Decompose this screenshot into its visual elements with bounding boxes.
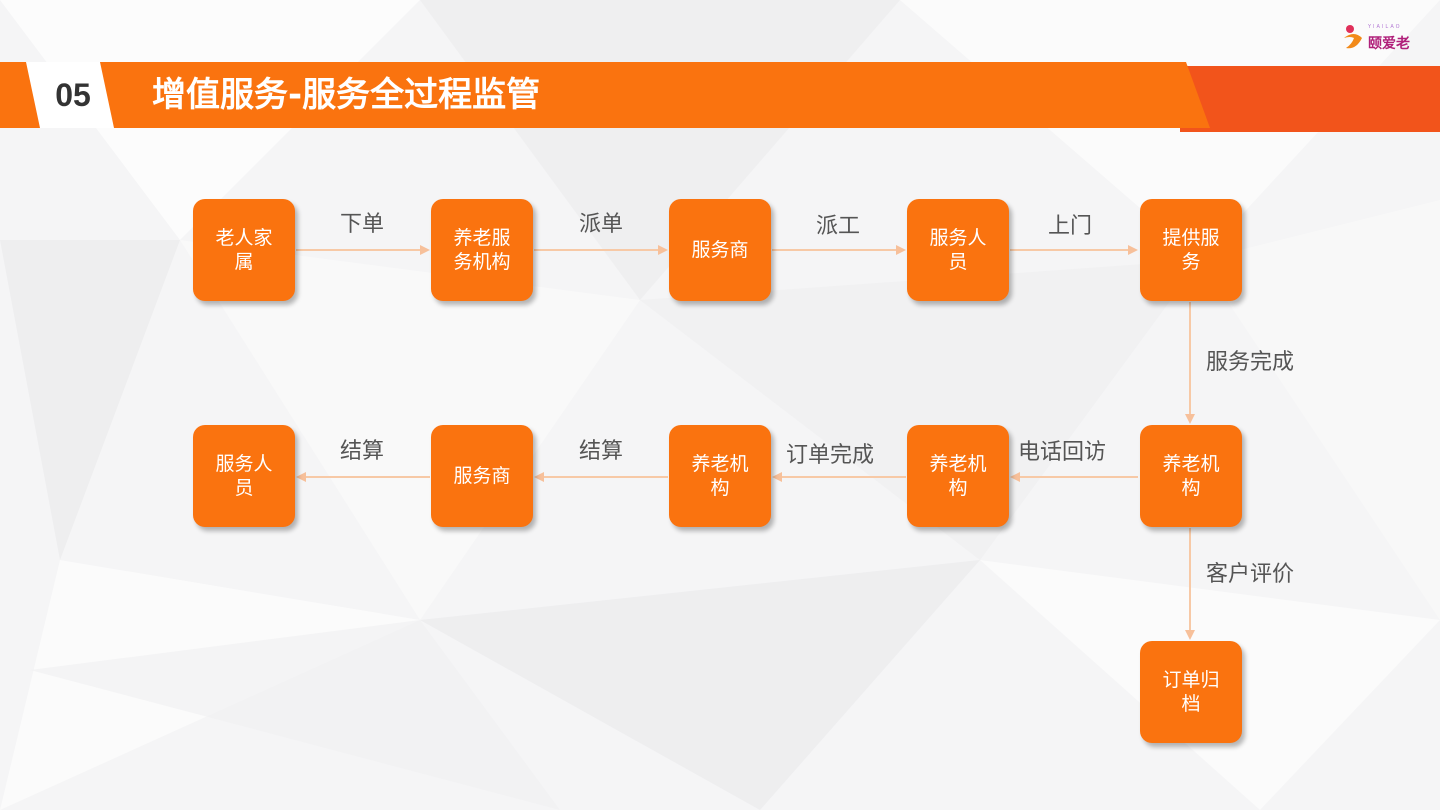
brand-logo: YIAILAO 颐爱老 xyxy=(1342,22,1422,56)
node-elder-org-callback: 养老机构 xyxy=(907,425,1009,527)
node-service-provider: 服务商 xyxy=(669,199,771,301)
edge-label: 服务完成 xyxy=(1206,350,1295,375)
node-label: 服务商 xyxy=(691,239,749,261)
node-provide-service: 提供服务 xyxy=(1140,199,1242,301)
node-elder-service-org: 养老服务机构 xyxy=(431,199,533,301)
banner-accent xyxy=(1180,66,1440,132)
logo-subtitle: YIAILAO xyxy=(1368,24,1402,30)
edge-label: 下单 xyxy=(340,212,385,237)
node-label: 服务人员 xyxy=(929,227,987,273)
node-elder-org-review: 养老机构 xyxy=(1140,425,1242,527)
node-label: 订单归档 xyxy=(1162,669,1220,715)
section-number: 05 xyxy=(55,77,91,113)
logo-name: 颐爱老 xyxy=(1368,36,1410,52)
node-label: 养老机构 xyxy=(929,453,987,499)
node-service-staff: 服务人员 xyxy=(907,199,1009,301)
node-service-staff-settle: 服务人员 xyxy=(193,425,295,527)
node-order-archive: 订单归档 xyxy=(1140,641,1242,743)
edge-label: 电话回访 xyxy=(1018,440,1107,465)
node-elder-family: 老人家属 xyxy=(193,199,295,301)
edge-label: 结算 xyxy=(579,439,624,464)
edge-label: 派单 xyxy=(579,212,624,237)
section-number-tab xyxy=(26,62,114,128)
node-label: 提供服务 xyxy=(1162,227,1220,273)
edge-label: 上门 xyxy=(1048,214,1093,239)
node-label: 老人家属 xyxy=(215,227,273,273)
edge-label: 订单完成 xyxy=(786,443,875,468)
logo-mark-icon xyxy=(1344,25,1362,49)
edge-label: 结算 xyxy=(340,439,385,464)
title-banner xyxy=(0,62,1210,128)
node-elder-org-complete: 养老机构 xyxy=(669,425,771,527)
edge-label: 客户评价 xyxy=(1206,562,1295,587)
edge-label: 派工 xyxy=(816,214,861,239)
node-label: 服务商 xyxy=(453,465,511,487)
node-label: 服务人员 xyxy=(215,453,273,499)
node-service-provider-settle: 服务商 xyxy=(431,425,533,527)
node-label: 养老服务机构 xyxy=(453,227,511,273)
node-label: 养老机构 xyxy=(1162,453,1220,499)
node-label: 养老机构 xyxy=(691,453,749,499)
page-title: 增值服务-服务全过程监管 xyxy=(152,75,541,115)
